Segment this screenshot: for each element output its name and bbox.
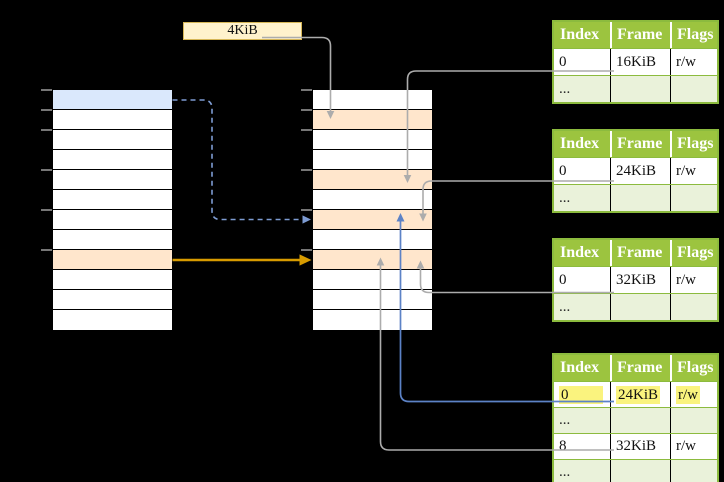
cell-flags: r/w xyxy=(670,158,717,184)
cell-index: ... xyxy=(559,80,571,97)
memory-row-white xyxy=(53,190,172,210)
table-row: 0 24KiB r/w xyxy=(554,157,717,184)
cell-index: 0 xyxy=(559,162,567,179)
memory-row-white xyxy=(313,270,432,290)
memory-row-white xyxy=(53,170,172,190)
header-cell-flags: Flags xyxy=(670,240,717,266)
memory-row-white xyxy=(53,310,172,330)
cell-flags xyxy=(670,460,717,482)
memory-row-white xyxy=(53,230,172,250)
cell-index: ... xyxy=(559,298,571,315)
page-size-label: 4KiB xyxy=(183,22,302,40)
cell-frame xyxy=(610,294,670,320)
cell-flags: r/w xyxy=(670,434,717,459)
cell-frame: 32KiB xyxy=(610,267,670,293)
memory-row-orange xyxy=(313,210,432,230)
page-table-3: Index Frame Flags 0 32KiB r/w ... xyxy=(552,238,719,322)
memory-row-blue xyxy=(53,90,172,110)
cell-flags xyxy=(670,408,717,433)
table-row-ellipsis: ... xyxy=(554,407,717,433)
header-cell-index: Index xyxy=(560,359,600,376)
memory-row-white xyxy=(53,110,172,130)
header-cell-index: Index xyxy=(560,26,600,43)
cell-frame xyxy=(610,460,670,482)
table-row: 8 32KiB r/w xyxy=(554,433,717,459)
highlight: 0 xyxy=(559,385,603,404)
memory-row-white xyxy=(53,290,172,310)
memory-row-white xyxy=(313,310,432,330)
table-row: 0 32KiB r/w xyxy=(554,266,717,293)
highlight: 24KiB xyxy=(616,385,661,404)
page-table-2: Index Frame Flags 0 24KiB r/w ... xyxy=(552,129,719,213)
cell-flags xyxy=(670,294,717,320)
page-table-4-header: Index Frame Flags xyxy=(554,355,717,381)
memory-row-white xyxy=(313,130,432,150)
cell-frame xyxy=(610,408,670,433)
cell-index: 8 xyxy=(559,438,567,454)
cell-frame xyxy=(610,76,670,102)
table-row-highlighted: 0 24KiB r/w xyxy=(554,381,717,407)
cell-flags: r/w xyxy=(670,49,717,75)
memory-row-orange xyxy=(313,250,432,270)
memory-row-white xyxy=(313,230,432,250)
page-table-1: Index Frame Flags 0 16KiB r/w ... xyxy=(552,20,719,104)
header-cell-flags: Flags xyxy=(670,22,717,48)
table-row: 0 16KiB r/w xyxy=(554,48,717,75)
cell-frame: 32KiB xyxy=(610,434,670,459)
page-table-4: Index Frame Flags 0 24KiB r/w ... 8 32Ki… xyxy=(552,353,719,482)
cell-flags: r/w xyxy=(670,267,717,293)
memory-row-white xyxy=(313,190,432,210)
header-cell-flags: Flags xyxy=(670,131,717,157)
cell-frame xyxy=(610,185,670,211)
cell-flags xyxy=(670,185,717,211)
table-row-ellipsis: ... xyxy=(554,293,717,320)
memory-row-white xyxy=(53,150,172,170)
memory-row-orange xyxy=(313,170,432,190)
memory-row-orange xyxy=(53,250,172,270)
header-cell-index: Index xyxy=(560,244,600,261)
memory-row-orange xyxy=(313,110,432,130)
memory-row-white xyxy=(313,90,432,110)
cell-index: ... xyxy=(559,464,571,480)
arrow-orange-page-to-frame xyxy=(172,254,312,266)
page-table-3-header: Index Frame Flags xyxy=(554,240,717,266)
cell-index: 0 xyxy=(554,382,610,407)
page-table-1-header: Index Frame Flags xyxy=(554,22,717,48)
cell-flags: r/w xyxy=(670,382,717,407)
memory-row-white xyxy=(53,270,172,290)
page-size-label-text: 4KiB xyxy=(227,23,258,38)
cell-frame: 24KiB xyxy=(610,158,670,184)
memory-row-white xyxy=(53,210,172,230)
cell-index: 0 xyxy=(559,271,567,288)
header-cell-flags: Flags xyxy=(670,355,717,381)
cell-flags xyxy=(670,76,717,102)
header-cell-index: Index xyxy=(560,135,600,152)
table-row-ellipsis: ... xyxy=(554,459,717,482)
table-row-ellipsis: ... xyxy=(554,184,717,211)
memory-row-white xyxy=(313,290,432,310)
memory-row-white xyxy=(53,130,172,150)
arrow-virtual-page-to-frame xyxy=(172,99,311,224)
header-cell-frame: Frame xyxy=(610,22,670,48)
cell-index: 0 xyxy=(559,53,567,70)
highlight: r/w xyxy=(676,385,700,404)
cell-frame: 24KiB xyxy=(610,382,670,407)
physical-memory-stack xyxy=(312,89,433,331)
virtual-memory-stack xyxy=(52,89,173,331)
header-cell-frame: Frame xyxy=(610,240,670,266)
header-cell-frame: Frame xyxy=(610,131,670,157)
left-stack-tick-marks xyxy=(41,89,52,251)
page-table-2-header: Index Frame Flags xyxy=(554,131,717,157)
cell-frame: 16KiB xyxy=(610,49,670,75)
cell-index: ... xyxy=(559,412,571,428)
cell-index: ... xyxy=(559,189,571,206)
middle-stack-tick-marks xyxy=(301,89,312,251)
table-row-ellipsis: ... xyxy=(554,75,717,102)
memory-row-white xyxy=(313,150,432,170)
header-cell-frame: Frame xyxy=(610,355,670,381)
